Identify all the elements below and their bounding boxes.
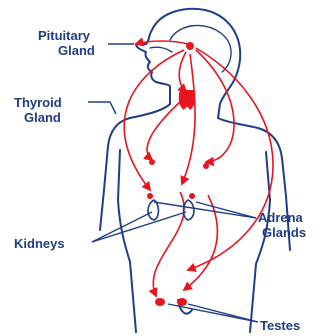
pituitary-gland-label: Pituitary Gland [38, 28, 95, 58]
testes-left-icon [155, 298, 165, 306]
arrow-pituitary-to-adrenal-right [196, 50, 234, 162]
thyroid-gland-icon [179, 90, 195, 110]
small-gland-right-icon [203, 163, 209, 169]
pituitary-gland-icon [186, 42, 194, 50]
adrenal-left-icon [147, 193, 153, 199]
leader-lines [88, 44, 258, 322]
arrow-pituitary-to-thyroid [179, 52, 186, 92]
adrenal-right-icon [189, 193, 195, 199]
hormone-arrows [124, 41, 273, 296]
adrenal-glands-label: Adrena Glands [258, 210, 306, 240]
thyroid-gland-label: Thyroid Gland [14, 95, 62, 125]
kidneys-label: Kidneys [14, 236, 65, 251]
body-outline [100, 9, 290, 332]
arrow-pituitary-to-kidney [182, 54, 195, 184]
small-gland-left-icon [149, 159, 155, 165]
arrow-thyroid-to-body [147, 102, 180, 160]
testes-right-icon [177, 298, 187, 306]
arrow-pituitary-to-adrenal-left [124, 50, 184, 190]
testes-label: Testes [260, 318, 300, 333]
